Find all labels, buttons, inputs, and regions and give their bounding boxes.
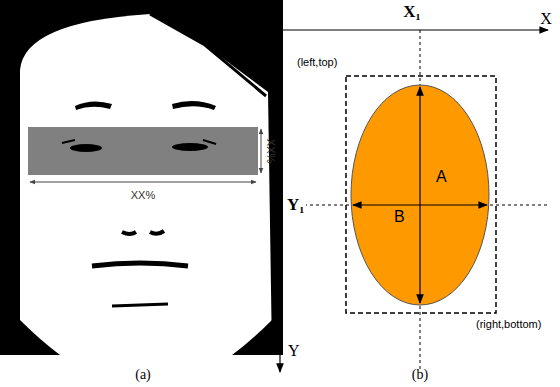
center-line — [280, 205, 548, 206]
height-label: XX% — [265, 139, 277, 163]
axis-letter: B — [394, 208, 405, 226]
nose-mouth — [92, 231, 188, 306]
ellipse — [351, 85, 489, 305]
minor-axis-arrow — [353, 204, 487, 205]
ellipse-shape: AB — [350, 84, 490, 306]
eyes — [62, 140, 216, 152]
y-axis — [279, 30, 280, 372]
bounding-box — [346, 76, 496, 313]
axis-name: X — [540, 10, 552, 28]
axis-coordinate: Y₁ — [285, 196, 306, 215]
axis-coordinate: X₁ — [403, 3, 420, 22]
caption-letter: (a) — [135, 367, 151, 382]
face-image — [0, 0, 283, 355]
center-line — [420, 30, 421, 372]
corner-label: (left,top) — [297, 56, 337, 68]
caption-letter: (b) — [412, 367, 428, 382]
height-arrow — [261, 129, 262, 173]
axis-letter: A — [436, 168, 447, 186]
ellipse-outline — [350, 84, 490, 306]
corner-label: (right,bottom) — [476, 318, 541, 330]
major-axis-arrow — [419, 87, 420, 303]
axis-name: Y — [288, 342, 300, 360]
width-arrow — [30, 182, 256, 183]
eye-region — [28, 127, 258, 175]
width-label: XX% — [131, 189, 155, 201]
x-axis — [280, 29, 548, 30]
